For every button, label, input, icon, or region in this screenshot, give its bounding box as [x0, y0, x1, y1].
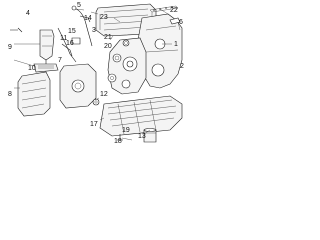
- part-2-timing-cover: [137, 13, 183, 89]
- part-22-gasket-strip: [149, 5, 179, 13]
- part-6-seal: [169, 17, 181, 25]
- parts-drawing: [10, 3, 183, 143]
- callout-20: 20: [104, 43, 112, 50]
- callout-5: 5: [77, 2, 81, 9]
- callout-3: 3: [92, 27, 96, 34]
- part-23-cap: [122, 39, 130, 47]
- callout-21: 21: [104, 34, 112, 41]
- callout-6: 6: [179, 19, 183, 26]
- part-17-oil-pan: [99, 95, 183, 137]
- callout-19: 19: [122, 127, 130, 134]
- part-1-engine-block: [107, 37, 147, 95]
- callout-11: 11: [60, 35, 68, 42]
- callout-16: 16: [66, 40, 74, 47]
- leader-lines: [13, 8, 181, 141]
- callout-2: 2: [180, 63, 184, 70]
- callout-7: 7: [58, 57, 62, 64]
- part-4-bolt: [10, 27, 23, 33]
- callout-9: 9: [8, 44, 12, 51]
- part-21-gasket: [112, 53, 122, 63]
- callout-18: 18: [114, 138, 122, 145]
- callout-8: 8: [8, 91, 12, 98]
- callout-10: 10: [28, 65, 36, 72]
- part-19-bolt: [117, 134, 123, 141]
- callout-22: 22: [170, 7, 178, 14]
- part-20-gear: [107, 73, 117, 83]
- exploded-parts-diagram: 1 2 3 4 5 6 7 8 9 10 11 12 13 14 15 16 1…: [0, 0, 200, 147]
- callout-14: 14: [84, 15, 92, 22]
- part-7-cover: [59, 63, 97, 109]
- part-15-tube: [61, 43, 73, 57]
- callout-15: 15: [68, 28, 76, 35]
- part-9-pump-body: [39, 29, 55, 61]
- part-18-tube-bracket: [79, 15, 91, 23]
- callout-4: 4: [26, 10, 30, 17]
- part-8-oil-cooler: [17, 71, 51, 117]
- part-10-pickup-screen: [33, 63, 59, 73]
- part-12-drain-plug: [92, 98, 100, 106]
- callout-17: 17: [90, 121, 98, 128]
- callout-13: 13: [138, 133, 146, 140]
- callout-12: 12: [100, 91, 108, 98]
- part-5-fitting: [71, 37, 81, 45]
- callout-23: 23: [100, 14, 108, 21]
- part-3-dipstick: [71, 5, 93, 47]
- callout-1: 1: [174, 41, 178, 48]
- part-16-guide: [57, 27, 77, 63]
